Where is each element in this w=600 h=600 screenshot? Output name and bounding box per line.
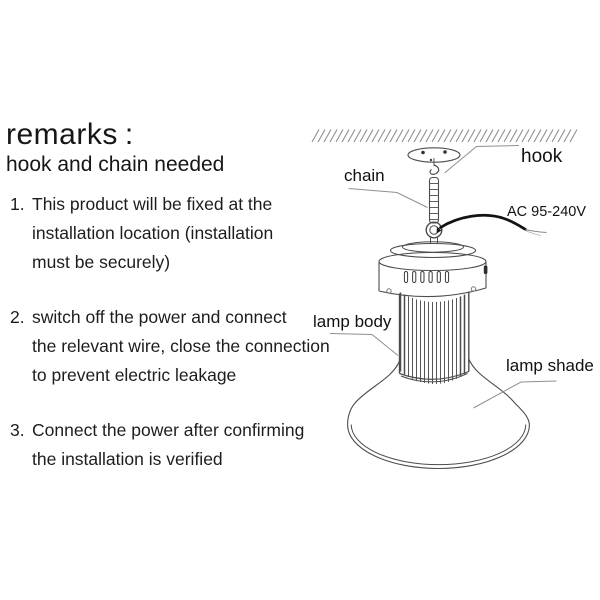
lamp-shade-leader-line [473,380,557,409]
item-3-line-1: Connect the power after confirming [32,420,305,440]
lamp-body-label: lamp body [313,312,392,331]
remarks-title: remarks: [6,118,134,152]
leader-lines [329,145,557,409]
instruction-item-1: 1. This product will be fixed at the inst… [10,190,330,277]
vent-slots [403,271,450,283]
remarks-title-colon: : [124,118,134,151]
hook-drawing [429,158,440,175]
chain-drawing [428,176,440,224]
item-2-line-3: to prevent electric leakage [32,365,237,385]
lamp-body-fins [398,291,470,384]
item-2-line-2: the relevant wire, close the connection [32,336,330,356]
item-2-number: 2. [10,307,25,327]
item-2-line-1: switch off the power and connect [32,307,287,327]
item-1-line-2: installation location (installation [32,223,274,243]
item-1-number: 1. [10,194,25,214]
hook-leader-line [444,145,520,174]
instruction-item-2: 2. switch off the power and connect the r… [10,303,330,390]
hook-label: hook [521,146,563,167]
chain-label: chain [344,166,385,185]
remarks-title-text: remarks [6,118,118,151]
lamp-cap [378,241,488,298]
remarks-subtitle: hook and chain needed [6,153,225,176]
item-1-line-3: must be securely) [32,252,171,272]
instruction-item-3: 3. Connect the power after confirming the… [10,416,330,474]
lamp-shade-drawing [347,358,530,470]
item-3-line-2: the installation is verified [32,449,223,469]
power-rating-label: AC 95-240V [507,204,586,220]
lamp-body-leader-line [329,333,399,356]
item-1-line-1: This product will be fixed at the [32,194,273,214]
item-3-number: 3. [10,420,25,440]
instruction-list: 1. This product will be fixed at the inst… [10,190,330,500]
lamp-shade-label: lamp shade [506,356,594,375]
eye-ring [425,221,443,244]
chain-leader-line [348,188,428,208]
ceiling-hatch [311,129,578,143]
power-wire [439,213,547,236]
